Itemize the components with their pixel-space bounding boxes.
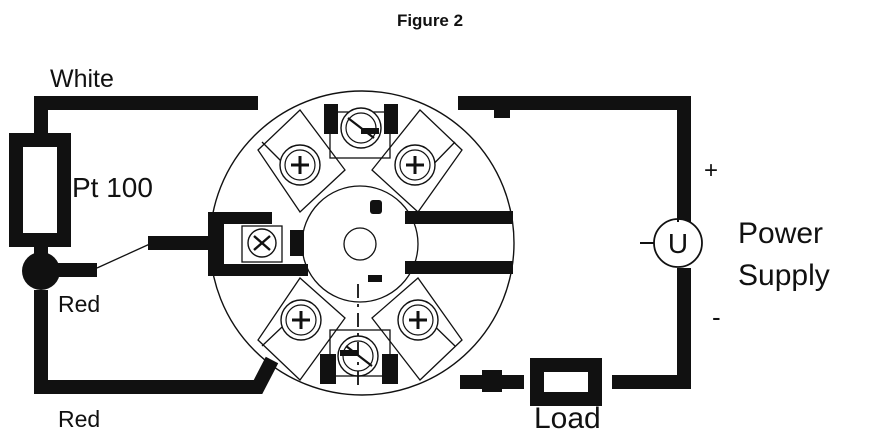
- transmitter-head: [208, 91, 514, 395]
- screw-lower-left: [281, 300, 321, 340]
- label-minus: -: [712, 302, 721, 332]
- label-plus: +: [704, 157, 718, 184]
- screw-lower-right: [398, 300, 438, 340]
- screw-upper-left: [280, 145, 320, 185]
- terminal-right-upper: [405, 211, 513, 224]
- head-minus-marker: [368, 275, 382, 282]
- center-hole: [344, 228, 376, 260]
- minus-wire: [612, 268, 684, 382]
- label-red-top: Red: [58, 291, 100, 317]
- label-voltage-u: U: [668, 228, 688, 259]
- red-wire-thin: [97, 243, 152, 268]
- label-white: White: [50, 65, 114, 93]
- terminal-right-lower: [405, 261, 513, 274]
- figure-title: Figure 2: [397, 11, 463, 30]
- label-power: Power: [738, 217, 823, 250]
- label-load: Load: [534, 402, 601, 429]
- pt100-resistor: [16, 140, 64, 240]
- label-red-bottom: Red: [58, 406, 100, 429]
- head-dot-marker: [370, 200, 382, 214]
- screw-upper-right: [395, 145, 435, 185]
- label-supply: Supply: [738, 259, 830, 292]
- red-junction-node: [22, 252, 60, 290]
- white-wire: [41, 103, 258, 140]
- label-pt100: Pt 100: [72, 172, 153, 203]
